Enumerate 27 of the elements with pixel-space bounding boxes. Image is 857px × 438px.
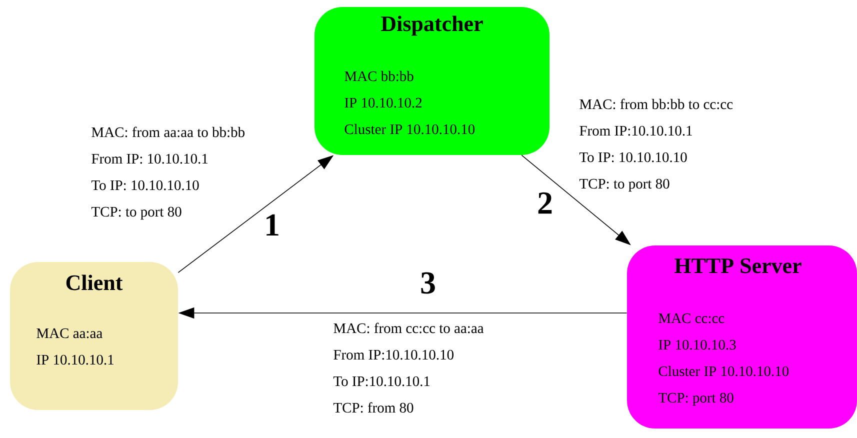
- packet-info: From IP:10.10.10.1: [580, 126, 692, 136]
- box-title: Dispatcher: [381, 16, 483, 36]
- packet-info: TCP: from 80: [333, 402, 414, 413]
- box-text: Cluster IP 10.10.10.10: [344, 124, 475, 134]
- step-number: 3: [421, 272, 435, 294]
- box-text: MAC aa:aa: [36, 328, 102, 338]
- packet-info: TCP: to port 80: [91, 206, 182, 220]
- packet-info: MAC: from aa:aa to bb:bb: [92, 126, 244, 138]
- packet-info: MAC: from cc:cc to aa:aa: [334, 322, 484, 334]
- box-text: MAC bb:bb: [344, 70, 414, 82]
- packet-info: MAC: from bb:bb to cc:cc: [580, 98, 733, 110]
- packet-info: To IP: 10.10.10.10: [579, 152, 687, 162]
- box-text: MAC cc:cc: [658, 313, 724, 324]
- box-text: TCP: port 80: [658, 392, 734, 406]
- box-text: IP 10.10.10.2: [344, 98, 422, 108]
- box-text: Cluster IP 10.10.10.10: [658, 366, 789, 376]
- packet-info: To IP: 10.10.10.10: [91, 180, 199, 190]
- packet-info: TCP: to port 80: [579, 178, 670, 192]
- step-number: 1: [266, 214, 278, 236]
- packet-info: From IP:10.10.10.10: [334, 350, 454, 360]
- packet-info: From IP: 10.10.10.1: [92, 154, 208, 164]
- box-title: Client: [66, 274, 123, 290]
- box-text: IP 10.10.10.3: [658, 340, 736, 350]
- packet-info: To IP:10.10.10.1: [333, 376, 430, 386]
- step-number: 2: [538, 192, 552, 214]
- box-title: HTTP Server: [674, 258, 802, 274]
- box-text: IP 10.10.10.1: [36, 354, 114, 365]
